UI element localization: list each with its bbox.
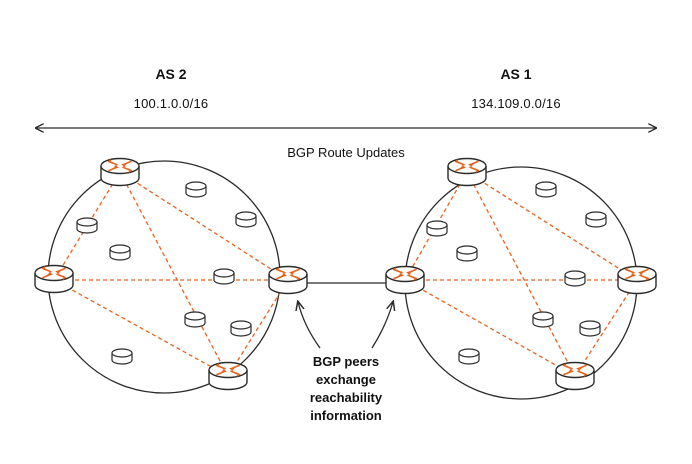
as-left-ibgp-mesh [53,171,289,377]
as-right-router-bottom [555,361,595,391]
as-left-name: AS 2 [155,66,186,82]
as-left-internal-node [184,311,206,328]
as-right-border-router [385,265,425,295]
as-right-router-top [447,157,487,187]
as-right-internal-node [535,181,557,198]
as-right-internal-node [585,211,607,228]
peers-caption-line-3: reachability [310,390,383,405]
as-right-internal-node [564,270,586,287]
as-left-internal-node [230,320,252,337]
as-left-border-router [268,265,308,295]
as-right-router-east [617,265,657,295]
as-left-router-top [100,157,140,187]
as-right-internal-node [426,220,448,237]
as-right-internal-node [579,320,601,337]
as-right-name: AS 1 [500,66,531,82]
as-left-internal-node [109,244,131,261]
as-left-prefix: 100.1.0.0/16 [134,96,209,111]
as-right-boundary [404,166,638,400]
as-left-boundary [47,160,281,394]
as-right-ibgp-mesh [404,171,638,377]
route-updates-label: BGP Route Updates [287,145,405,160]
peers-caption-line-1: BGP peers [313,354,379,369]
as-left-internal-node [76,217,98,234]
as-left-router-west [34,264,74,294]
as-right-internal-node [532,311,554,328]
peer-pointer-left [298,302,321,349]
as-right-prefix: 134.109.0.0/16 [471,96,561,111]
as-left-internal-node [111,348,133,365]
as-left-router-bottom [208,361,248,391]
as-left-internal-node [185,181,207,198]
peer-pointer-right [371,302,393,349]
as-left-internal-node [213,268,235,285]
peers-caption-line-2: exchange [316,372,376,387]
as-left-internal-node [235,211,257,228]
peers-caption-line-4: information [310,408,382,423]
as-right-internal-node [458,348,480,365]
as-right-internal-node [456,245,478,262]
